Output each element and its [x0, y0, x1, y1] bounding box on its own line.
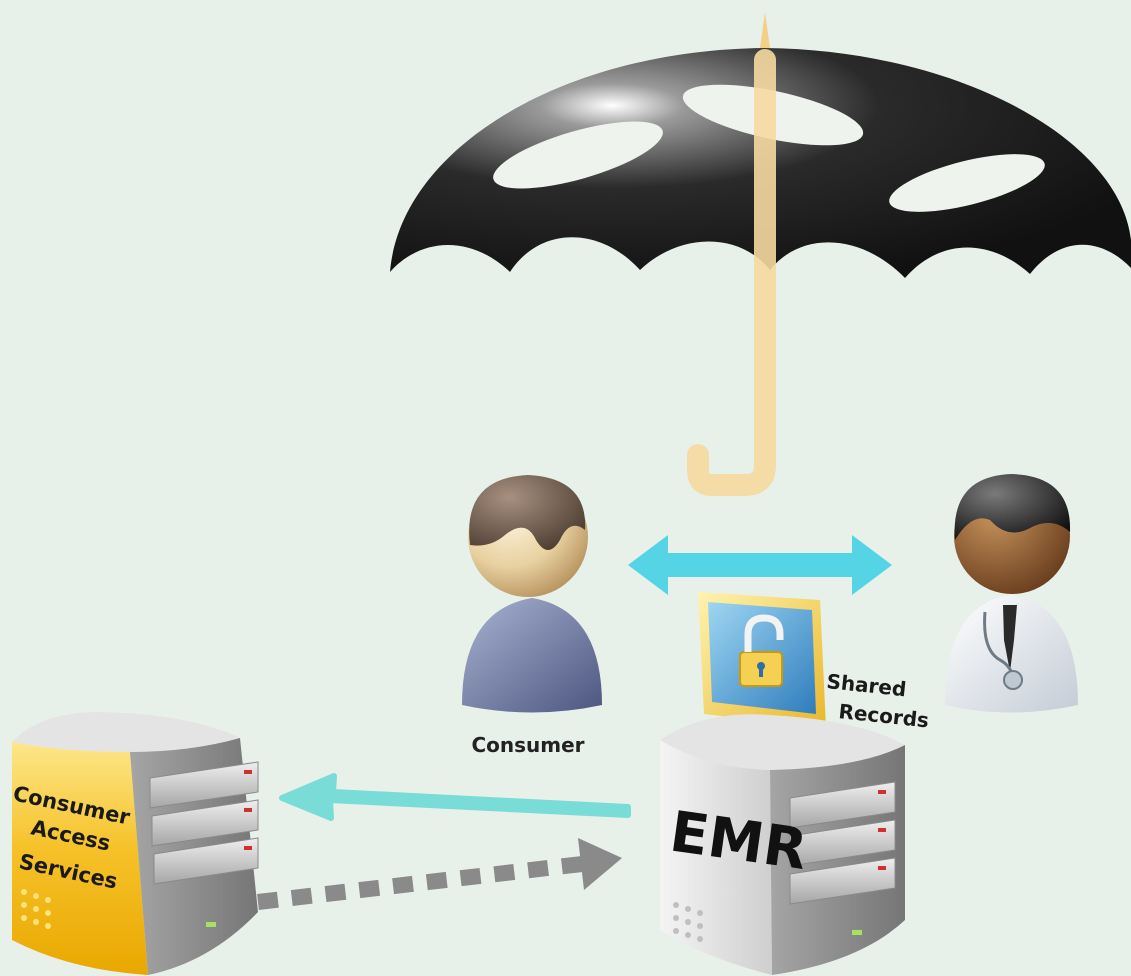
- stethoscope-chest-piece: [1003, 670, 1023, 690]
- cas-status-led: [206, 922, 216, 927]
- doctor-person-icon: [945, 474, 1078, 713]
- consumer-access-server-icon: [12, 712, 259, 975]
- consumer-doctor-double-arrow: [628, 535, 892, 595]
- consumer-person-icon: [462, 475, 602, 713]
- canopy-highlight: [889, 154, 1045, 212]
- doctor-tie: [1003, 605, 1017, 672]
- emr-server-front: [660, 740, 772, 975]
- cas-server-top: [12, 712, 240, 752]
- cas-drive-bays: [149, 761, 259, 885]
- shared-records-line1: Shared: [825, 669, 907, 701]
- emr-server-icon: [660, 714, 905, 975]
- umbrella-handle: [687, 49, 776, 496]
- cas-vent: [21, 889, 51, 929]
- consumer-label: Consumer: [471, 733, 584, 757]
- emr-to-cas-arrow: [279, 773, 631, 821]
- consumer-hair: [469, 475, 586, 550]
- consumer-body: [462, 598, 602, 713]
- doctor-hair: [954, 474, 1071, 540]
- emr-vent: [673, 902, 703, 942]
- umbrella-tip: [760, 12, 770, 48]
- emr-status-led: [852, 930, 862, 935]
- emr-drive-bays: [789, 781, 896, 905]
- lock-shackle: [744, 614, 784, 652]
- shared-records-label: Shared Records: [825, 669, 930, 732]
- canopy-highlight: [493, 121, 663, 189]
- lock-keyhole-slot: [759, 667, 763, 677]
- cas-to-emr-dashed-arrow: [257, 838, 622, 910]
- dashed-arrow-head: [578, 838, 622, 890]
- dashed-arrow-shaft: [257, 856, 583, 910]
- umbrella-icon: [390, 12, 1131, 496]
- cas-server-front: [12, 742, 148, 975]
- emr-server-top: [660, 714, 905, 770]
